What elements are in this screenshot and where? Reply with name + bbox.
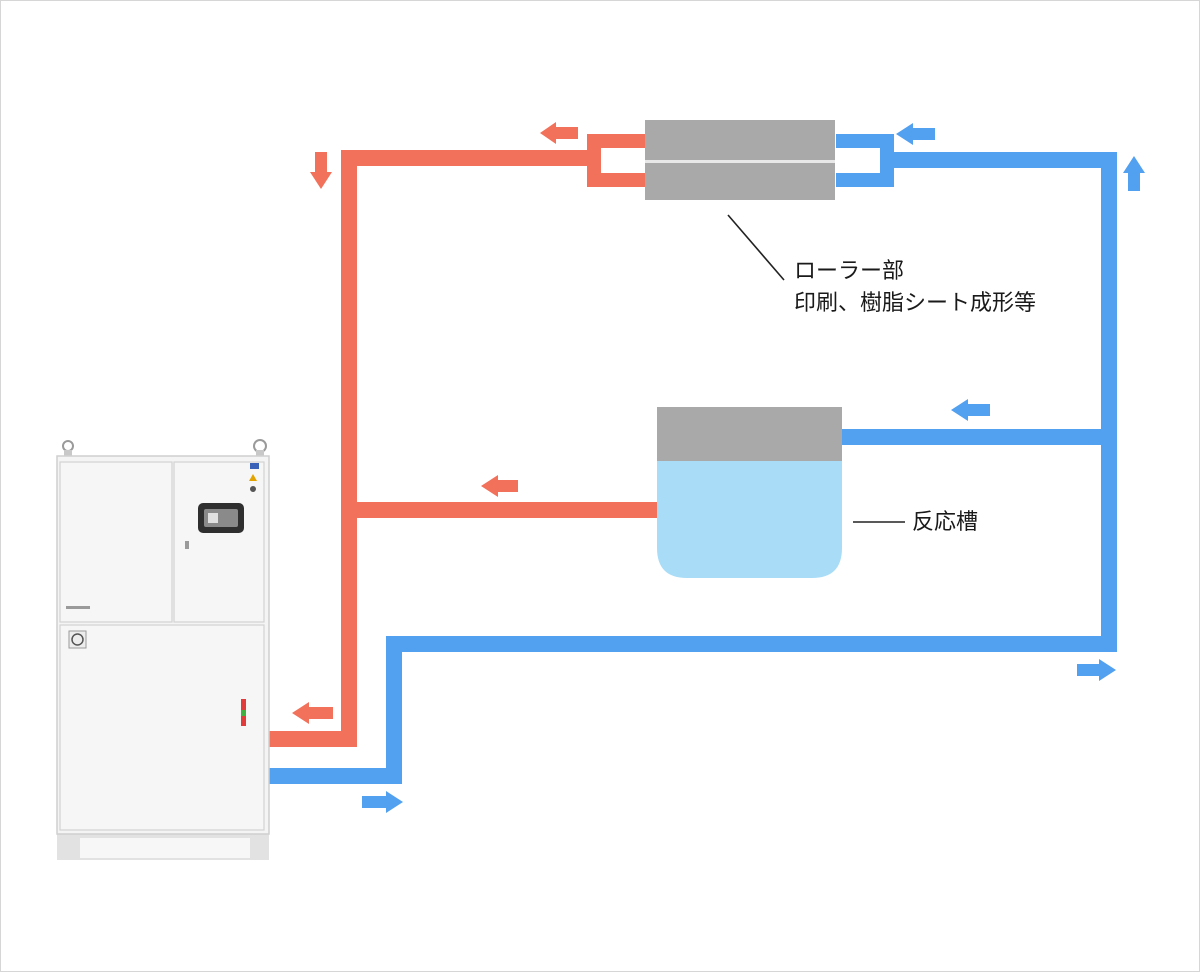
return-bracket-side bbox=[880, 134, 894, 187]
return-pipe-bottom bbox=[386, 636, 1117, 652]
return-pipe-unit bbox=[268, 768, 402, 784]
return-bracket-top bbox=[836, 134, 894, 148]
reaction-tank-icon bbox=[657, 407, 842, 578]
roller-lower bbox=[645, 163, 835, 200]
return-bracket-bottom bbox=[836, 173, 894, 187]
unit-panel-lower bbox=[59, 624, 265, 831]
flow-arrow-icon bbox=[1077, 659, 1116, 681]
supply-pipes bbox=[268, 134, 657, 747]
supply-pipe-unit bbox=[268, 731, 357, 747]
flow-arrow-icon bbox=[896, 123, 935, 145]
supply-bracket-side bbox=[587, 134, 601, 187]
supply-bracket-top bbox=[587, 134, 645, 148]
chiller-unit bbox=[56, 439, 270, 860]
return-pipe-down bbox=[386, 636, 402, 781]
supply-pipe-top bbox=[341, 150, 589, 166]
return-pipe-tank-branch bbox=[842, 429, 1117, 445]
flow-arrow-icon bbox=[362, 791, 403, 813]
supply-bracket-bottom bbox=[587, 173, 645, 187]
tank-label: 反応槽 bbox=[912, 510, 979, 535]
return-pipes bbox=[268, 134, 1117, 784]
supply-pipe-tank-branch bbox=[357, 502, 657, 518]
tank-liquid bbox=[657, 460, 842, 578]
roller-leader-line bbox=[727, 214, 785, 281]
flow-arrow-icon bbox=[310, 152, 332, 189]
roller-label-title: ローラー部 bbox=[794, 259, 905, 284]
roller-label-subtitle: 印刷、樹脂シート成形等 bbox=[794, 290, 1037, 316]
return-pipe-top bbox=[880, 152, 1117, 168]
flow-arrow-icon bbox=[292, 702, 333, 724]
flow-arrow-icon bbox=[1123, 156, 1145, 191]
tank-lid bbox=[657, 407, 842, 461]
flow-arrows bbox=[292, 122, 1145, 813]
flow-arrow-icon bbox=[540, 122, 578, 144]
roller-label: ローラー部 印刷、樹脂シート成形等 bbox=[794, 256, 1036, 320]
flow-arrow-icon bbox=[481, 475, 518, 497]
flow-arrow-icon bbox=[951, 399, 990, 421]
roller-upper bbox=[645, 120, 835, 160]
supply-pipe-vertical bbox=[341, 150, 357, 747]
unit-panel-upper-left bbox=[59, 461, 173, 623]
return-pipe-vertical-right bbox=[1101, 152, 1117, 652]
roller-icon bbox=[645, 120, 835, 200]
